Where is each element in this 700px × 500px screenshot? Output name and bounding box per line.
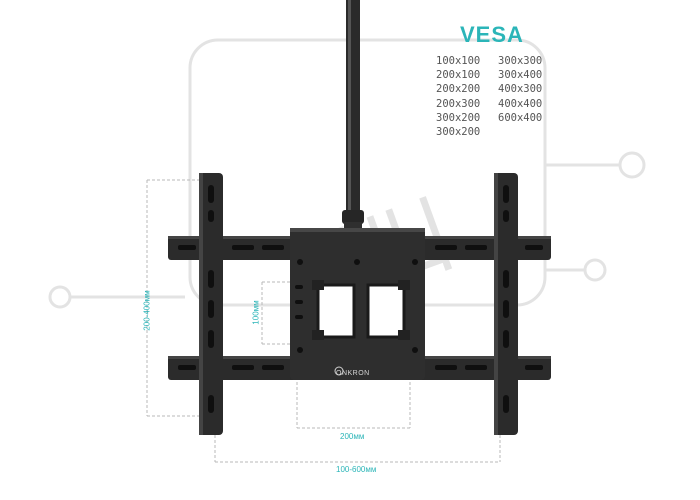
brand-label: ONKRON (336, 370, 370, 377)
dimension-label-height-range: 200-400мм (142, 290, 152, 331)
vesa-size: 100x100 (436, 55, 481, 67)
center-plate (290, 228, 425, 380)
dimension-label-inner-width: 200мм (340, 432, 365, 441)
vesa-size: 300x400 (498, 69, 543, 82)
vesa-size: 300x200 (436, 111, 481, 124)
vesa-size: 400x300 (498, 83, 543, 96)
pole-joint (342, 210, 364, 224)
dimension-lines (146, 179, 501, 463)
vesa-size: 200x300 (436, 97, 481, 110)
vesa-size: 300x200 (436, 126, 481, 139)
vesa-title: VESA (460, 22, 524, 47)
vesa-size: 200x200 (436, 83, 481, 96)
vesa-size: 300x300 (498, 55, 543, 67)
vesa-sizes-column-2: 300x300 300x400 400x300 400x400 600x400 (498, 54, 542, 125)
vertical-arms (199, 173, 518, 435)
dimension-label-inner-height: 100мм (251, 300, 261, 325)
vesa-size: 200x100 (436, 69, 481, 82)
vesa-size: 400x400 (498, 97, 543, 110)
vesa-size: 600x400 (498, 111, 543, 124)
vesa-sizes-column-1: 100x100 200x100 200x200 200x300 300x200 … (436, 54, 480, 139)
dimension-label-width-range: 100-600мм (336, 465, 377, 474)
